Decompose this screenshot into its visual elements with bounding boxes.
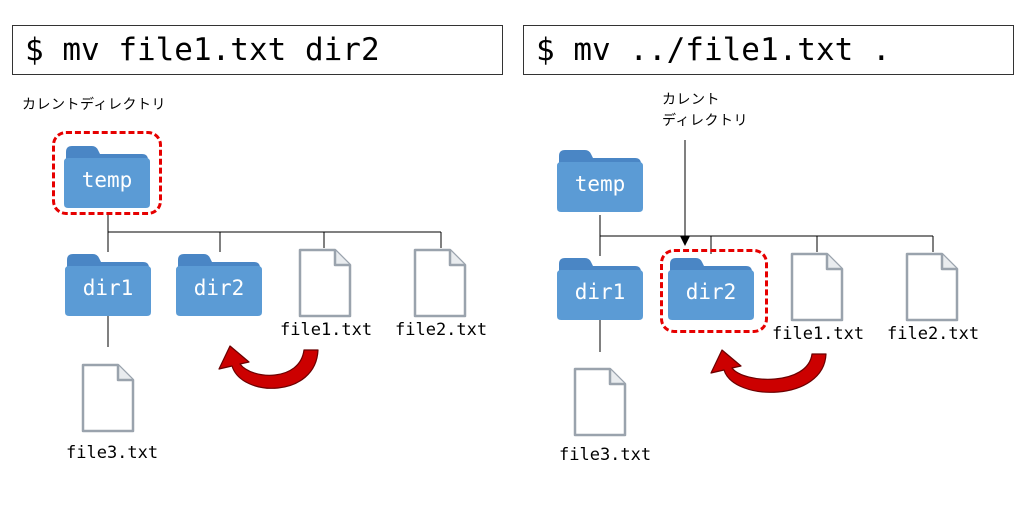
- folder-label: dir1: [574, 280, 626, 304]
- right-folder-dir1: dir1: [555, 254, 645, 322]
- right-file3-label: file3.txt: [559, 445, 652, 465]
- left-folder-dir1: dir1: [63, 250, 153, 318]
- left-file2-label: file2.txt: [395, 320, 488, 340]
- folder-label: temp: [574, 172, 626, 196]
- folder-label: temp: [81, 168, 133, 192]
- left-file1-label: file1.txt: [280, 320, 373, 340]
- left-command-box: $ mv file1.txt dir2: [12, 25, 503, 75]
- right-folder-temp: temp: [555, 146, 645, 214]
- left-current-dir-label: カレントディレクトリ: [22, 97, 167, 113]
- left-folder-dir2: dir2: [174, 250, 264, 318]
- right-current-dir-label-line2: ディレクトリ: [662, 113, 749, 129]
- folder-label: dir2: [193, 276, 245, 300]
- folder-label: dir2: [685, 280, 737, 304]
- left-folder-temp: temp: [62, 142, 152, 210]
- right-command-text: $ mv ../file1.txt .: [536, 32, 891, 68]
- left-current-dir-highlight: [52, 131, 162, 215]
- folder-label: dir1: [82, 276, 134, 300]
- right-command-box: $ mv ../file1.txt .: [523, 25, 1014, 75]
- right-file1-label: file1.txt: [772, 324, 865, 344]
- right-file2-label: file2.txt: [887, 324, 980, 344]
- right-folder-dir2: dir2: [666, 254, 756, 322]
- right-current-dir-highlight: [660, 249, 768, 333]
- right-current-dir-label-line1: カレント: [662, 92, 720, 108]
- left-file3-label: file3.txt: [66, 443, 159, 463]
- left-command-text: $ mv file1.txt dir2: [25, 32, 380, 68]
